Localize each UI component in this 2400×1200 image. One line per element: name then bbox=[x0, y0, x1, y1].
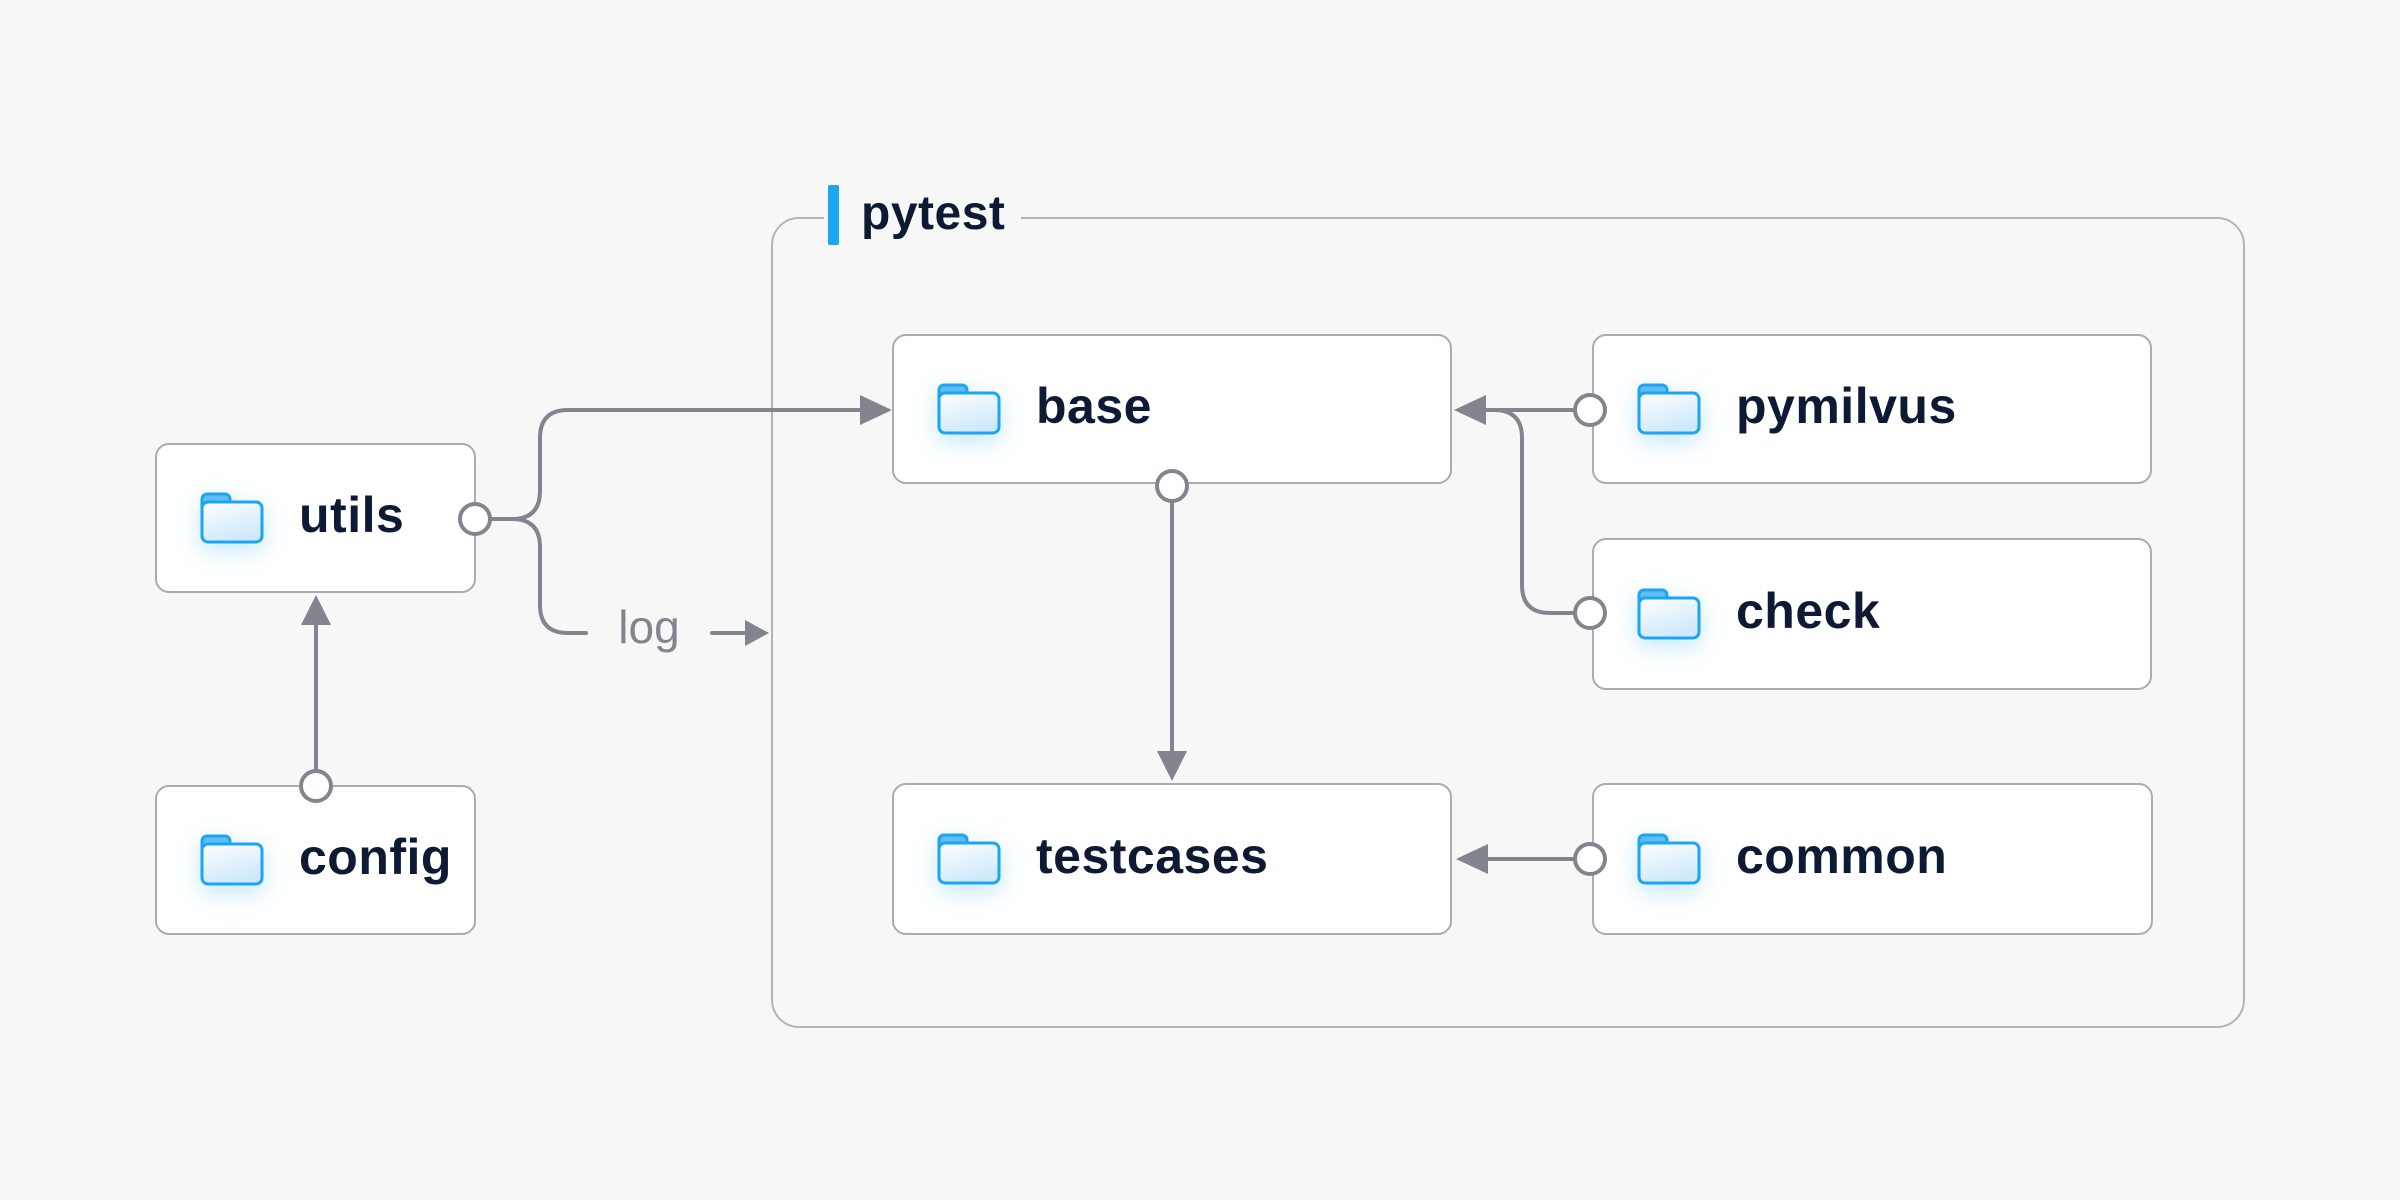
node-testcases: testcases bbox=[892, 783, 1452, 935]
node-common: common bbox=[1592, 783, 2153, 935]
accent-bar bbox=[828, 185, 839, 245]
folder-icon bbox=[1636, 587, 1702, 641]
node-label: pymilvus bbox=[1736, 378, 1957, 434]
node-pymilvus: pymilvus bbox=[1592, 334, 2152, 484]
folder-icon bbox=[936, 832, 1002, 886]
node-label: config bbox=[299, 829, 452, 885]
edge-label-log: log bbox=[618, 601, 680, 653]
arrowhead-into-utils bbox=[301, 595, 331, 625]
folder-icon bbox=[1636, 832, 1702, 886]
folder-icon bbox=[199, 833, 265, 887]
node-label: testcases bbox=[1036, 828, 1269, 884]
pytest-group-title: pytest bbox=[861, 186, 1006, 240]
pytest-group-container bbox=[771, 217, 2245, 1028]
edge-utils-log bbox=[510, 517, 588, 635]
pytest-group-label: pytest bbox=[824, 184, 1022, 246]
node-check: check bbox=[1592, 538, 2152, 690]
folder-icon bbox=[1636, 382, 1702, 436]
folder-icon bbox=[936, 382, 1002, 436]
node-label: check bbox=[1736, 583, 1881, 639]
folder-icon bbox=[199, 491, 265, 545]
node-config: config bbox=[155, 785, 476, 935]
node-utils: utils bbox=[155, 443, 476, 593]
arrowhead-into-pytest bbox=[745, 620, 769, 646]
node-label: base bbox=[1036, 378, 1152, 434]
node-label: utils bbox=[299, 487, 405, 543]
node-label: common bbox=[1736, 828, 1948, 884]
node-base: base bbox=[892, 334, 1452, 484]
